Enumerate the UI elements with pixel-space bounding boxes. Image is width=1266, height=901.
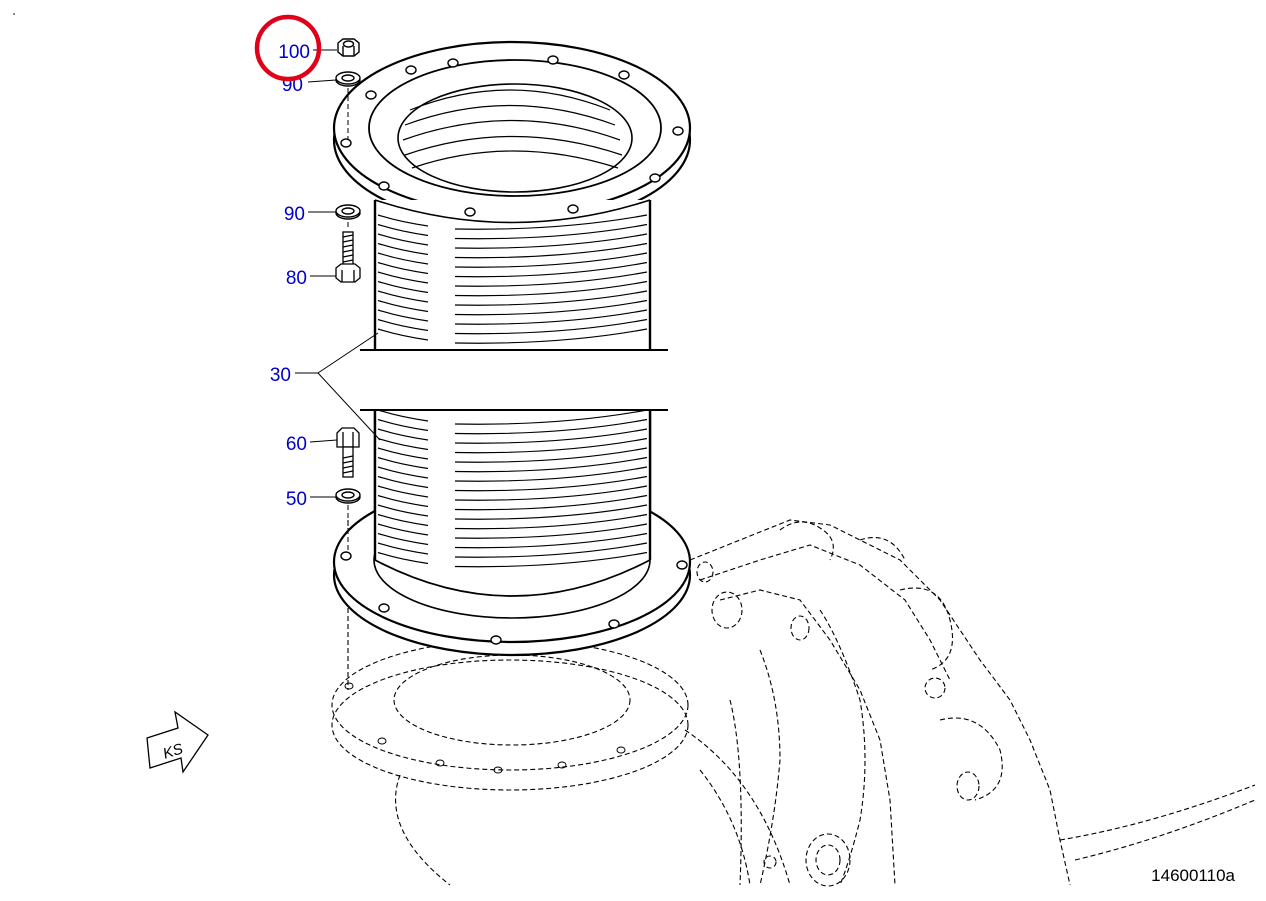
washer-part-90-middle <box>335 204 361 220</box>
bellows-rib <box>454 242 648 259</box>
bellows-rib <box>377 513 429 527</box>
bellows-rib <box>377 428 429 441</box>
bellows-rib <box>377 280 429 294</box>
bellows-rib <box>377 252 429 265</box>
corner-mark <box>13 13 15 15</box>
bellows-rib <box>377 475 429 489</box>
bellows-rib <box>377 437 429 451</box>
bolt-part-60 <box>336 427 360 478</box>
ks-nav-arrow[interactable]: KS <box>146 710 209 774</box>
callout-60[interactable]: 60 <box>286 434 307 455</box>
bellows-rib <box>454 214 648 230</box>
callout-50[interactable]: 50 <box>286 489 307 510</box>
callout-30[interactable]: 30 <box>270 365 291 386</box>
bellows-rib <box>377 309 429 322</box>
leader-lines <box>295 49 381 498</box>
bellows-rib <box>377 328 429 341</box>
bellows-rib <box>454 437 648 454</box>
bellows-rib <box>454 252 648 268</box>
bellows-rib <box>377 233 429 246</box>
bottom-flange-holes <box>340 551 688 645</box>
ks-arrow-icon <box>146 710 209 774</box>
bellows-rib <box>454 494 648 511</box>
washer-part-50 <box>335 488 361 504</box>
bellows-rib <box>454 513 648 530</box>
highlight-ring <box>254 14 322 82</box>
bellows-rib <box>377 409 429 422</box>
bellows-rib <box>454 532 648 549</box>
bellows-rib <box>454 271 648 287</box>
bellows-rib <box>454 261 648 278</box>
bellows-rib <box>377 494 429 508</box>
bellows-rib <box>454 447 648 463</box>
bellows-rib <box>377 532 429 546</box>
bellows-rib <box>454 309 648 325</box>
bellows-rib <box>454 466 648 482</box>
bellows-rib <box>454 475 648 492</box>
bellows-rib <box>454 456 648 473</box>
bellows-rib <box>377 299 429 313</box>
bellows-rib <box>377 447 429 460</box>
bellows-rib <box>377 523 429 536</box>
housing-holes <box>344 682 626 774</box>
bellows-rib <box>377 290 429 303</box>
bellows-rib <box>377 485 429 498</box>
housing-outline <box>331 519 1256 887</box>
bellows-rib <box>454 542 648 558</box>
bellows-rib <box>454 233 648 249</box>
callout-80[interactable]: 80 <box>286 268 307 289</box>
bellows-rib <box>454 328 648 344</box>
bellows-rib <box>377 551 429 565</box>
bellows-rib <box>454 409 648 425</box>
stud-part-80 <box>335 231 361 283</box>
bellows-rib <box>454 290 648 306</box>
bellows-rib <box>454 318 648 335</box>
bellows-rib <box>377 418 429 432</box>
top-flange-holes <box>340 55 684 217</box>
bellows-part <box>332 40 692 657</box>
bellows-rib <box>377 466 429 479</box>
bellows-rib <box>377 223 429 237</box>
bellows-rib <box>377 261 429 275</box>
callout-100[interactable]: 100 <box>278 42 310 63</box>
bellows-rib <box>377 504 429 517</box>
bellows-rib <box>454 523 648 539</box>
washer-part-90-top <box>335 71 361 87</box>
bellows-ribs <box>377 214 648 568</box>
bellows-rib <box>454 504 648 520</box>
bellows-rib <box>454 280 648 297</box>
bellows-rib <box>454 299 648 316</box>
callouts: 100 90 90 80 30 60 50 <box>270 42 310 510</box>
bellows-rib <box>377 242 429 256</box>
bellows-rib <box>454 223 648 240</box>
bellows-rib <box>377 318 429 332</box>
bellows-rib <box>454 551 648 568</box>
bellows-rib <box>377 214 429 227</box>
bellows-rib <box>377 542 429 555</box>
drawing-reference: 14600110a <box>1151 866 1235 885</box>
bellows-rib <box>377 456 429 470</box>
ks-label: KS <box>161 740 185 762</box>
callout-90-middle[interactable]: 90 <box>284 204 305 225</box>
bellows-rib <box>377 271 429 284</box>
bellows-rib <box>454 485 648 501</box>
bellows-rib <box>454 418 648 435</box>
nut-part-100 <box>337 38 360 57</box>
bellows-rib <box>454 428 648 444</box>
